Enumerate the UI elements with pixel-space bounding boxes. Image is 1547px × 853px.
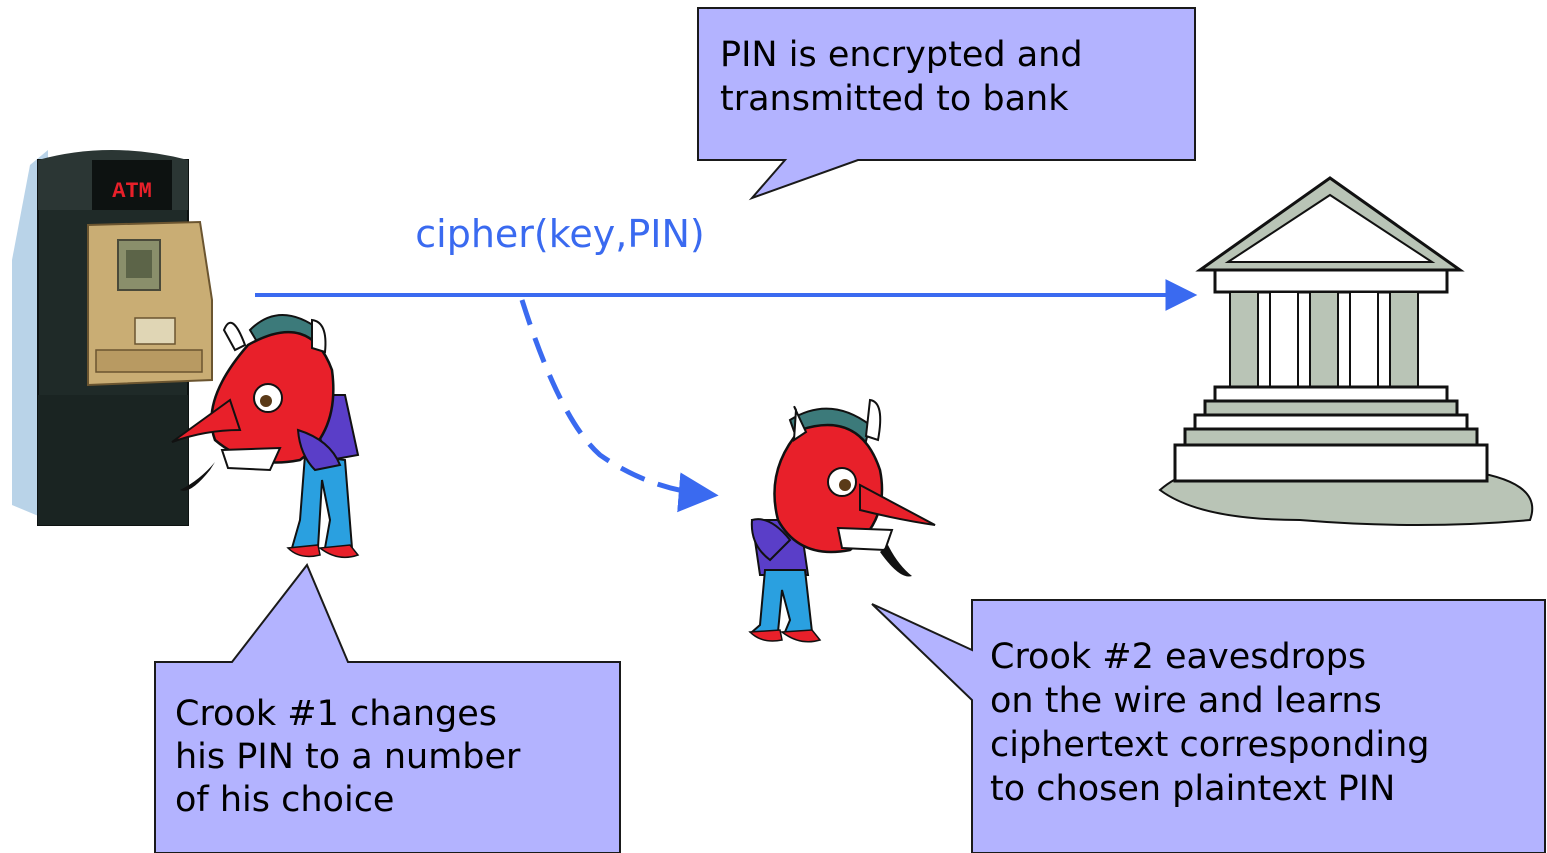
callout-crook1-line-1: Crook #1 changes xyxy=(175,694,497,734)
callout-crook1-line-2: his PIN to a number xyxy=(175,737,521,777)
callout-crook2: Crook #2 eavesdrops on the wire and lear… xyxy=(871,599,1546,853)
callout-transmit-line-2: transmitted to bank xyxy=(720,79,1069,119)
cipher-label: cipher(key,PIN) xyxy=(415,212,704,256)
bank-building-icon xyxy=(1158,176,1534,526)
atm-machine-icon: ATM xyxy=(12,150,213,526)
callout-crook2-line-3: ciphertext corresponding xyxy=(990,725,1429,765)
eavesdrop-arrow xyxy=(519,299,719,513)
callout-crook2-line-1: Crook #2 eavesdrops xyxy=(990,637,1366,677)
callout-crook2-line-4: to chosen plaintext PIN xyxy=(990,769,1395,809)
crook1-icon xyxy=(171,314,360,559)
callout-transmit-line-1: PIN is encrypted and xyxy=(720,35,1083,75)
callout-crook1-line-3: of his choice xyxy=(175,780,394,820)
crook2-icon xyxy=(748,398,936,643)
callout-crook2-line-2: on the wire and learns xyxy=(990,681,1382,721)
callout-crook1: Crook #1 changes his PIN to a number of … xyxy=(154,563,621,853)
atm-sign: ATM xyxy=(112,179,152,204)
callout-transmit: PIN is encrypted and transmitted to bank xyxy=(697,7,1196,201)
